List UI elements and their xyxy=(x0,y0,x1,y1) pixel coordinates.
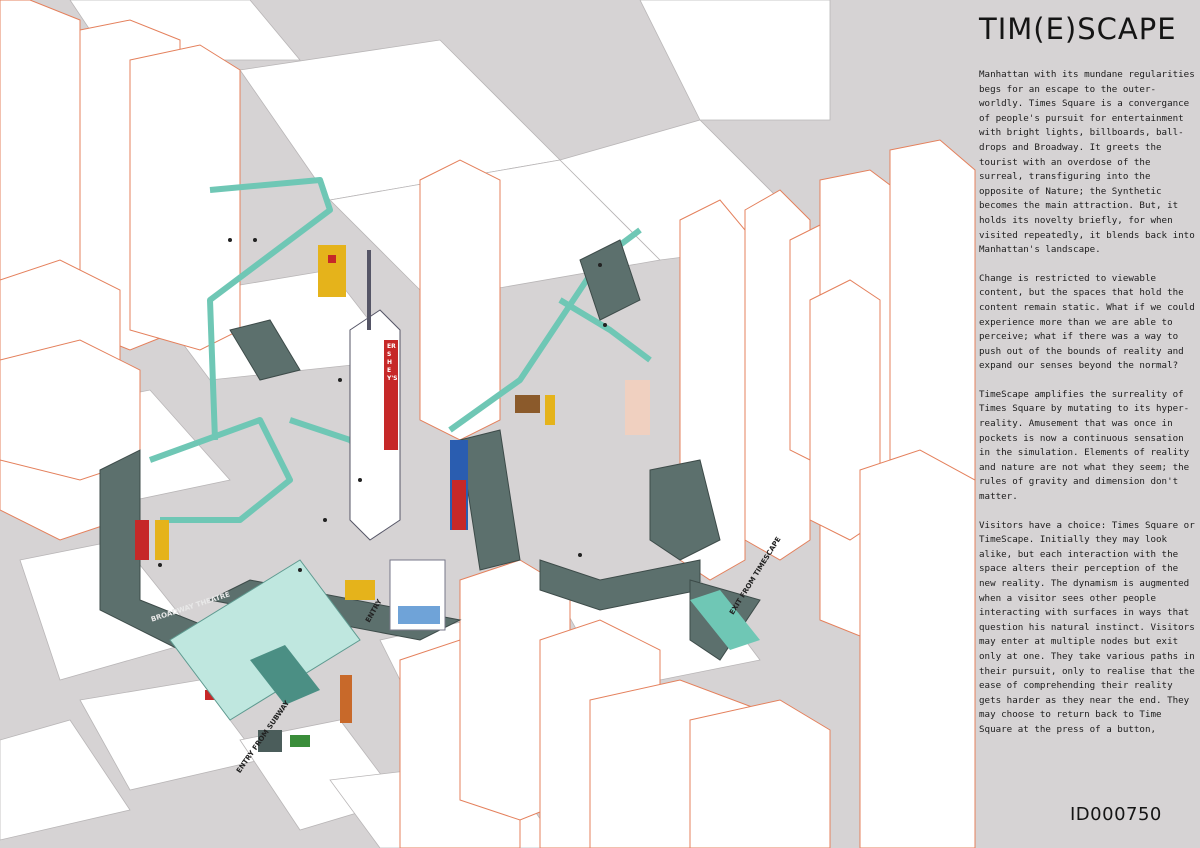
project-title: TIM(E)SCAPE xyxy=(979,12,1177,46)
description-paragraph-3: TimeScape amplifies the surreality of Ti… xyxy=(979,388,1190,503)
description-paragraph-2: Change is restricted to viewable content… xyxy=(979,272,1195,372)
description-paragraph-1: Manhattan with its mundane regularities … xyxy=(979,69,1195,256)
exit-ramp xyxy=(690,590,760,650)
project-description: Manhattan with its mundane regularities … xyxy=(979,68,1197,752)
subway-ramp xyxy=(169,559,361,752)
description-paragraph-4: Visitors have a choice: Times Square or … xyxy=(979,519,1195,735)
visitor-figures xyxy=(158,238,607,572)
hersheys-tower xyxy=(349,250,401,541)
project-id: ID000750 xyxy=(1070,804,1162,825)
hersheys-sign-label: HERSHEY'S xyxy=(387,335,398,382)
billboards xyxy=(135,245,650,747)
